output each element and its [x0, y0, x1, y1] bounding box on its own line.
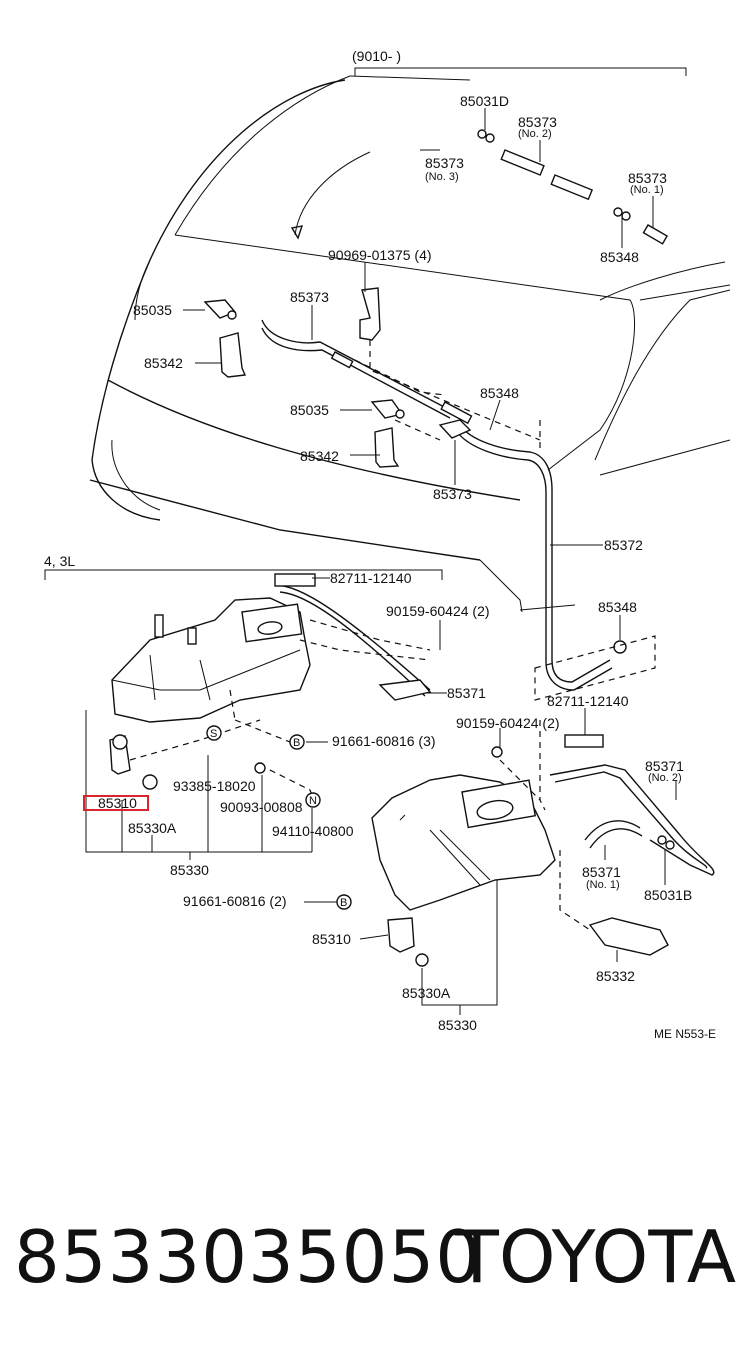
upper-dashed-guides [354, 340, 541, 450]
upper-assembly-bracket: (9010- ) [352, 48, 687, 76]
right-washer-tank [371, 774, 669, 967]
label-no1-lower: (No. 1) [586, 879, 620, 891]
svg-text:S: S [210, 728, 217, 740]
label-85330-left: 85330 [170, 862, 209, 878]
label-85035-upper: 85035 [133, 302, 172, 318]
label-no2-lower: (No. 2) [648, 772, 682, 784]
label-85330A-left: 85330A [128, 820, 177, 836]
label-85348-upper: 85348 [600, 249, 639, 265]
label-82711-12140-left: 82711-12140 [330, 570, 412, 586]
label-85373-lower: 85373 [433, 486, 472, 502]
svg-text:(9010- ): (9010- ) [352, 48, 401, 64]
parts-diagram: (9010- ) [44, 48, 731, 1041]
svg-text:N: N [309, 795, 317, 807]
upper-hoses [261, 80, 669, 691]
right-side-hoses [491, 635, 715, 931]
svg-text:B: B [293, 737, 300, 749]
label-leaders [183, 108, 677, 962]
label-85373-mid: 85373 [290, 289, 329, 305]
label-85348-lower: 85348 [598, 599, 637, 615]
label-85373-no3: 85373 [425, 155, 464, 171]
label-85031D: 85031D [460, 93, 509, 109]
svg-text:4, 3L: 4, 3L [44, 553, 75, 569]
label-no1-upper: (No. 1) [630, 184, 664, 196]
label-90159-60424-left: 90159-60424 (2) [386, 603, 490, 619]
label-85373-no2: 85373 [518, 114, 557, 130]
label-85371-left: 85371 [447, 685, 486, 701]
nozzles-and-brackets [203, 287, 472, 468]
label-85342-upper: 85342 [144, 355, 183, 371]
label-90969-01375: 90969-01375 (4) [328, 247, 432, 263]
label-85332: 85332 [596, 968, 635, 984]
label-85310-right: 85310 [312, 931, 351, 947]
label-85031B: 85031B [644, 887, 692, 903]
label-85371-no1: 85371 [582, 864, 621, 880]
label-90159-60424-right: 90159-60424 (2) [456, 715, 560, 731]
label-82711-12140-right: 82711-12140 [547, 693, 629, 709]
vehicle-body-outline [89, 75, 731, 613]
left-lower-bracket [83, 710, 313, 860]
label-85330A-right: 85330A [402, 985, 451, 1001]
right-lower-bracket [421, 880, 498, 1015]
label-94110-40800: 94110-40800 [272, 823, 354, 839]
label-85373-no1: 85373 [628, 170, 667, 186]
label-no2-upper: (No. 2) [518, 128, 552, 140]
diagram-code: ME N553-E [654, 1027, 716, 1041]
label-91661-60816-3: 91661-60816 (3) [332, 733, 436, 749]
label-85310-highlighted: 85310 [98, 795, 137, 811]
label-85372: 85372 [604, 537, 643, 553]
highlight-box-85310 [83, 795, 149, 811]
label-85342-lower: 85342 [300, 448, 339, 464]
variant-bracket: 4, 3L [44, 553, 443, 580]
label-no3: (No. 3) [425, 171, 459, 183]
label-85035-lower: 85035 [290, 402, 329, 418]
brand-name: TOYOTA [454, 1215, 736, 1299]
reference-marks: S B N B [206, 725, 352, 910]
part-labels: 85031D 85373 (No. 2) 85373 (No. 3) 85373… [98, 93, 716, 1041]
part-number: 8533035050 [14, 1215, 483, 1299]
footer-caption: 8533035050 TOYOTA [0, 1205, 752, 1315]
svg-text:B: B [340, 897, 347, 909]
label-90093-00808: 90093-00808 [220, 799, 303, 815]
label-85371-no2: 85371 [645, 758, 684, 774]
label-91661-60816-2: 91661-60816 (2) [183, 893, 287, 909]
label-93385-18020: 93385-18020 [173, 778, 256, 794]
label-85330-right: 85330 [438, 1017, 477, 1033]
left-washer-tank [109, 597, 311, 790]
label-85348-mid: 85348 [480, 385, 519, 401]
